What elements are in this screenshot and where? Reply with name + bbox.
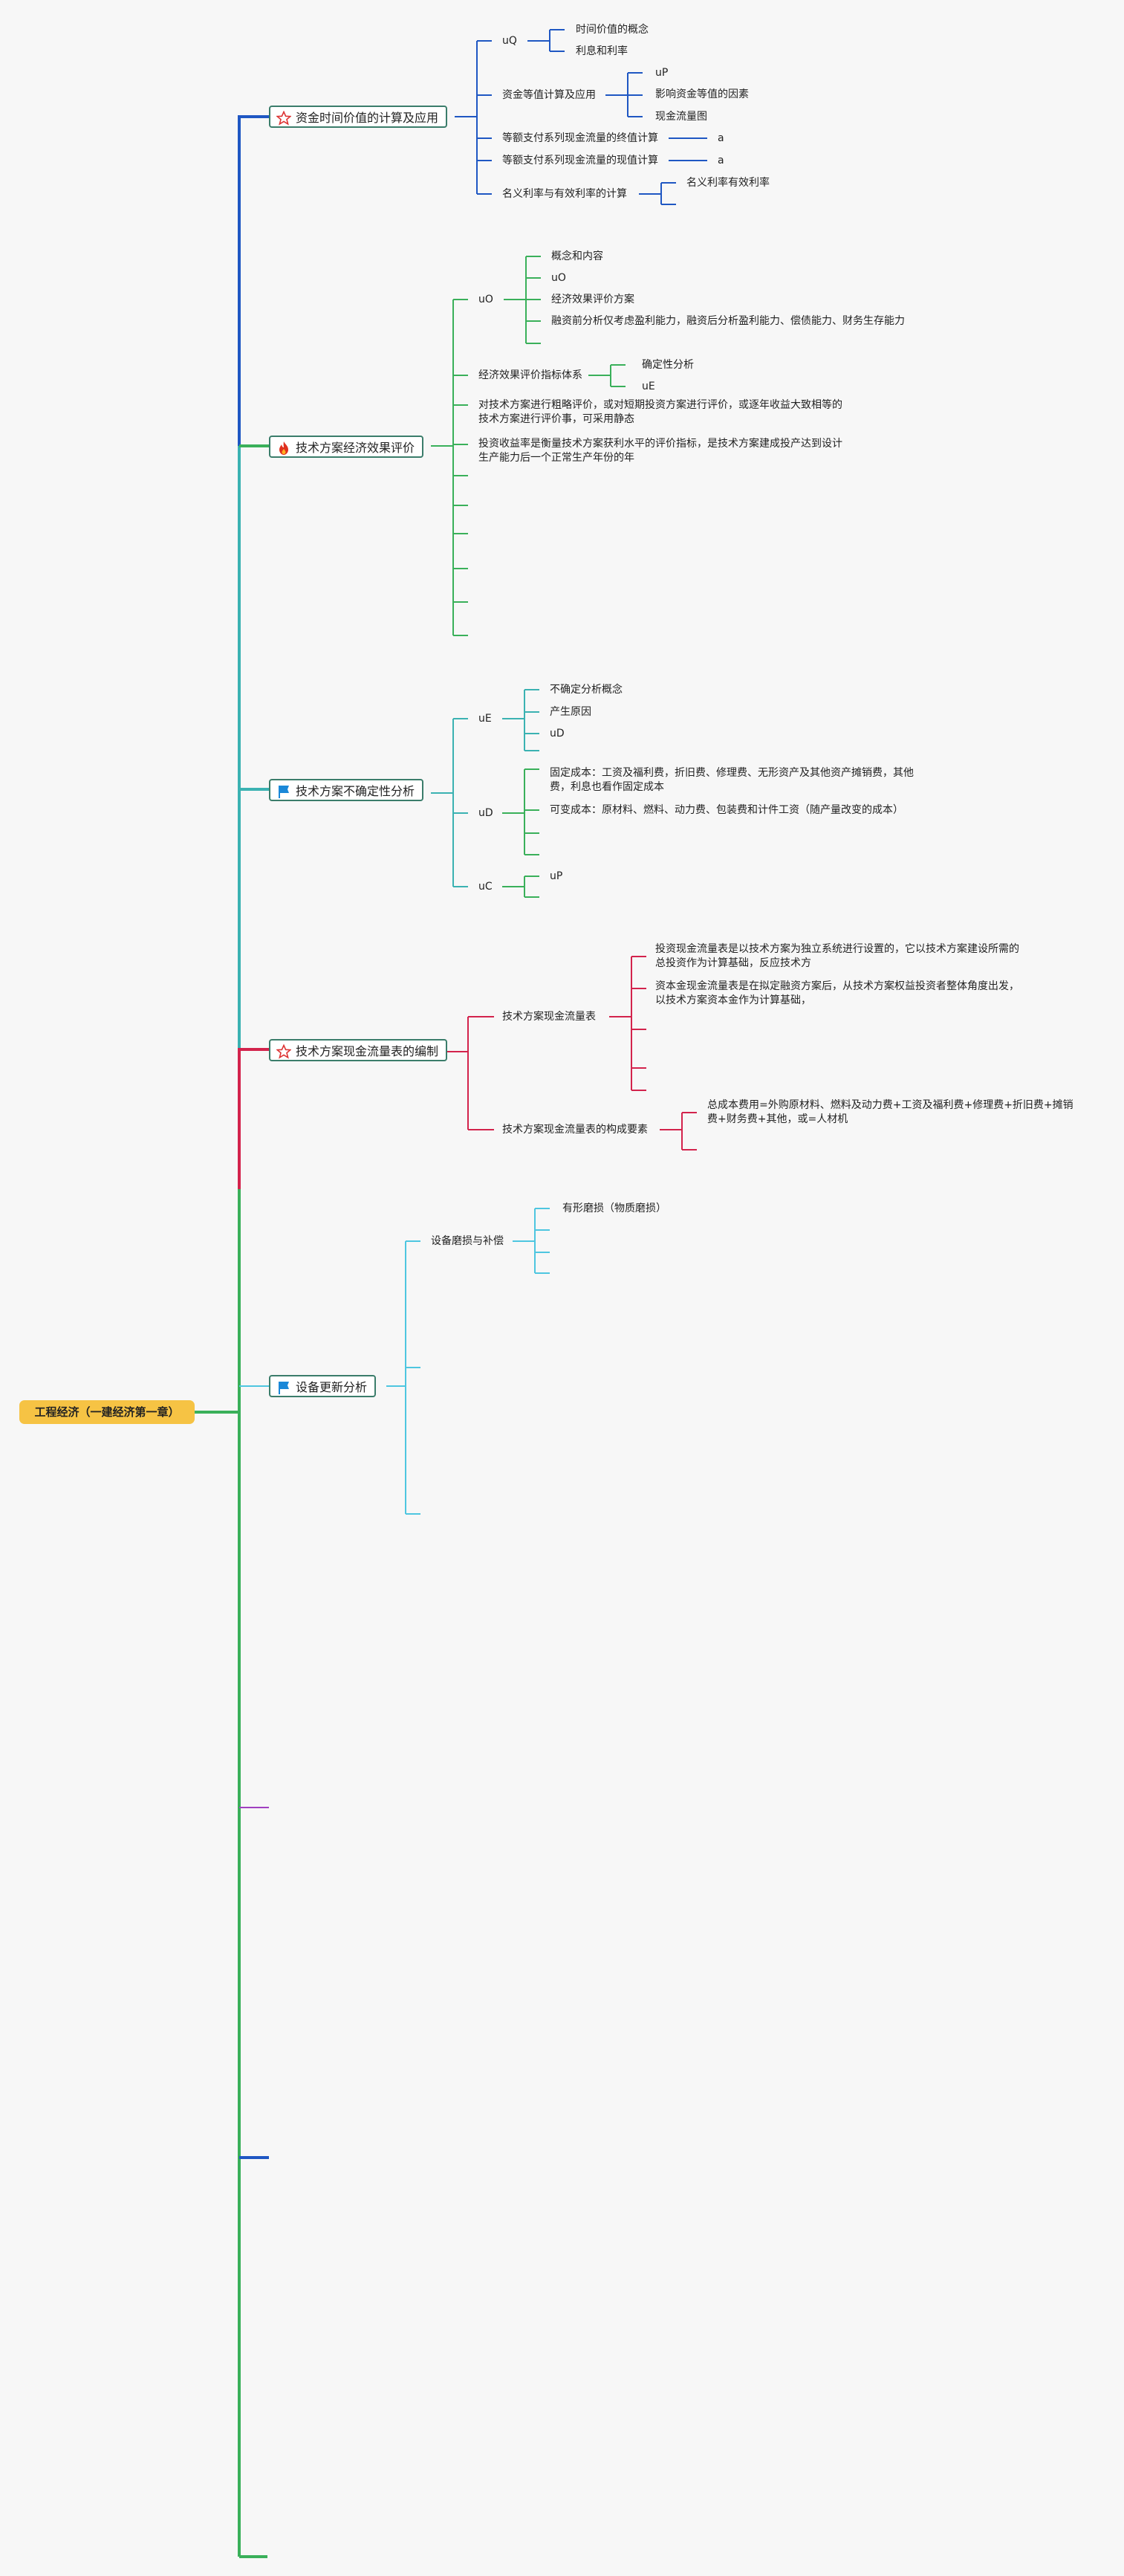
topic-label: 资金时间价值的计算及应用 — [296, 111, 439, 125]
topic-equipment[interactable]: 设备更新分析 — [269, 1375, 377, 1397]
node-up[interactable]: uP — [655, 67, 669, 79]
topic-uncertainty[interactable]: 技术方案不确定性分析 — [269, 779, 424, 801]
node-uncertainty-concept[interactable]: 不确定分析概念 — [550, 684, 623, 696]
star-icon — [276, 111, 291, 126]
node-indicator-system[interactable]: 经济效果评价指标体系 — [478, 369, 582, 381]
node-roi-note[interactable]: 投资收益率是衡量技术方案获利水平的评价指标，是技术方案建成投产达到设计生产能力后… — [478, 438, 842, 464]
flag-icon — [279, 786, 289, 798]
node-uo-sub[interactable]: uO — [551, 272, 566, 284]
spine-b1-line — [238, 115, 269, 446]
node-capital-cash-flow[interactable]: 资本金现金流量表是在拟定融资方案后，从技术方案权益投资者整体角度出发，以技术方案… — [655, 980, 1019, 1006]
topic-label: 技术方案经济效果评价 — [296, 441, 415, 455]
node-uq[interactable]: uQ — [502, 35, 517, 47]
flag-icon — [279, 1382, 289, 1394]
node-physical-wear[interactable]: 有形磨损（物质磨损） — [562, 1203, 666, 1214]
topic-time-value[interactable]: 资金时间价值的计算及应用 — [269, 106, 448, 128]
node-fixed-cost[interactable]: 固定成本：工资及福利费，折旧费、修理费、无形资产及其他资产摊销费，其他费，利息也… — [550, 767, 914, 793]
star-icon — [276, 1044, 291, 1059]
node-uo[interactable]: uO — [478, 294, 493, 305]
node-interest[interactable]: 利息和利率 — [576, 45, 628, 57]
topic-cash-flow[interactable]: 技术方案现金流量表的编制 — [269, 1039, 448, 1061]
topic-label: 设备更新分析 — [296, 1380, 368, 1394]
node-uc[interactable]: uC — [478, 881, 493, 893]
node-ud[interactable]: uD — [478, 807, 493, 819]
node-cash-flow-table[interactable]: 技术方案现金流量表 — [502, 1011, 596, 1023]
node-evaluation-scheme[interactable]: 经济效果评价方案 — [551, 294, 634, 305]
node-equipment-wear[interactable]: 设备磨损与补偿 — [431, 1235, 504, 1247]
node-fv-a[interactable]: a — [718, 132, 724, 144]
node-nominal-effective[interactable]: 名义利率有效利率 — [686, 177, 770, 189]
node-ue-branch[interactable]: uE — [478, 713, 492, 725]
node-pv-a[interactable]: a — [718, 155, 724, 166]
node-cash-flow-diagram[interactable]: 现金流量图 — [655, 111, 707, 123]
node-present-value[interactable]: 等额支付系列现金流量的现值计算 — [502, 155, 658, 166]
node-financing-analysis[interactable]: 融资前分析仅考虑盈利能力，融资后分析盈利能力、偿债能力、财务生存能力 — [551, 315, 905, 327]
topic-economic-evaluation[interactable]: 技术方案经济效果评价 — [269, 436, 424, 458]
node-cash-flow-elements[interactable]: 技术方案现金流量表的构成要素 — [502, 1124, 648, 1136]
fire-icon — [279, 441, 288, 455]
node-future-value[interactable]: 等额支付系列现金流量的终值计算 — [502, 132, 658, 144]
topic-label: 技术方案不确定性分析 — [296, 784, 415, 798]
node-variable-cost[interactable]: 可变成本：原材料、燃料、动力费、包装费和计件工资（随产量改变的成本） — [550, 804, 903, 816]
root-topic[interactable]: 工程经济（一建经济第一章） — [19, 1400, 195, 1424]
node-equivalence[interactable]: 资金等值计算及应用 — [502, 89, 596, 101]
node-up-sub[interactable]: uP — [550, 870, 563, 882]
node-certainty-analysis[interactable]: 确定性分析 — [642, 359, 694, 371]
node-time-value-concept[interactable]: 时间价值的概念 — [576, 24, 649, 36]
node-ue[interactable]: uE — [642, 381, 655, 392]
node-equivalence-factors[interactable]: 影响资金等值的因素 — [655, 88, 749, 100]
node-total-cost[interactable]: 总成本费用=外购原材料、燃料及动力费+工资及福利费+修理费+折旧费+摊销费+财务… — [707, 1099, 1073, 1125]
node-static-evaluation-note[interactable]: 对技术方案进行粗略评价，或对短期投资方案进行评价，或逐年收益大致相等的技术方案进… — [478, 399, 842, 425]
spine-b4-line — [238, 1048, 269, 1189]
topic-label: 技术方案现金流量表的编制 — [296, 1044, 439, 1058]
node-nominal-rate[interactable]: 名义利率与有效利率的计算 — [502, 188, 627, 200]
node-concept-content[interactable]: 概念和内容 — [551, 250, 603, 262]
node-investment-cash-flow[interactable]: 投资现金流量表是以技术方案为独立系统进行设置的，它以技术方案建设所需的总投资作为… — [655, 943, 1019, 969]
node-causes[interactable]: 产生原因 — [550, 706, 591, 718]
node-ud-sub[interactable]: uD — [550, 728, 565, 740]
